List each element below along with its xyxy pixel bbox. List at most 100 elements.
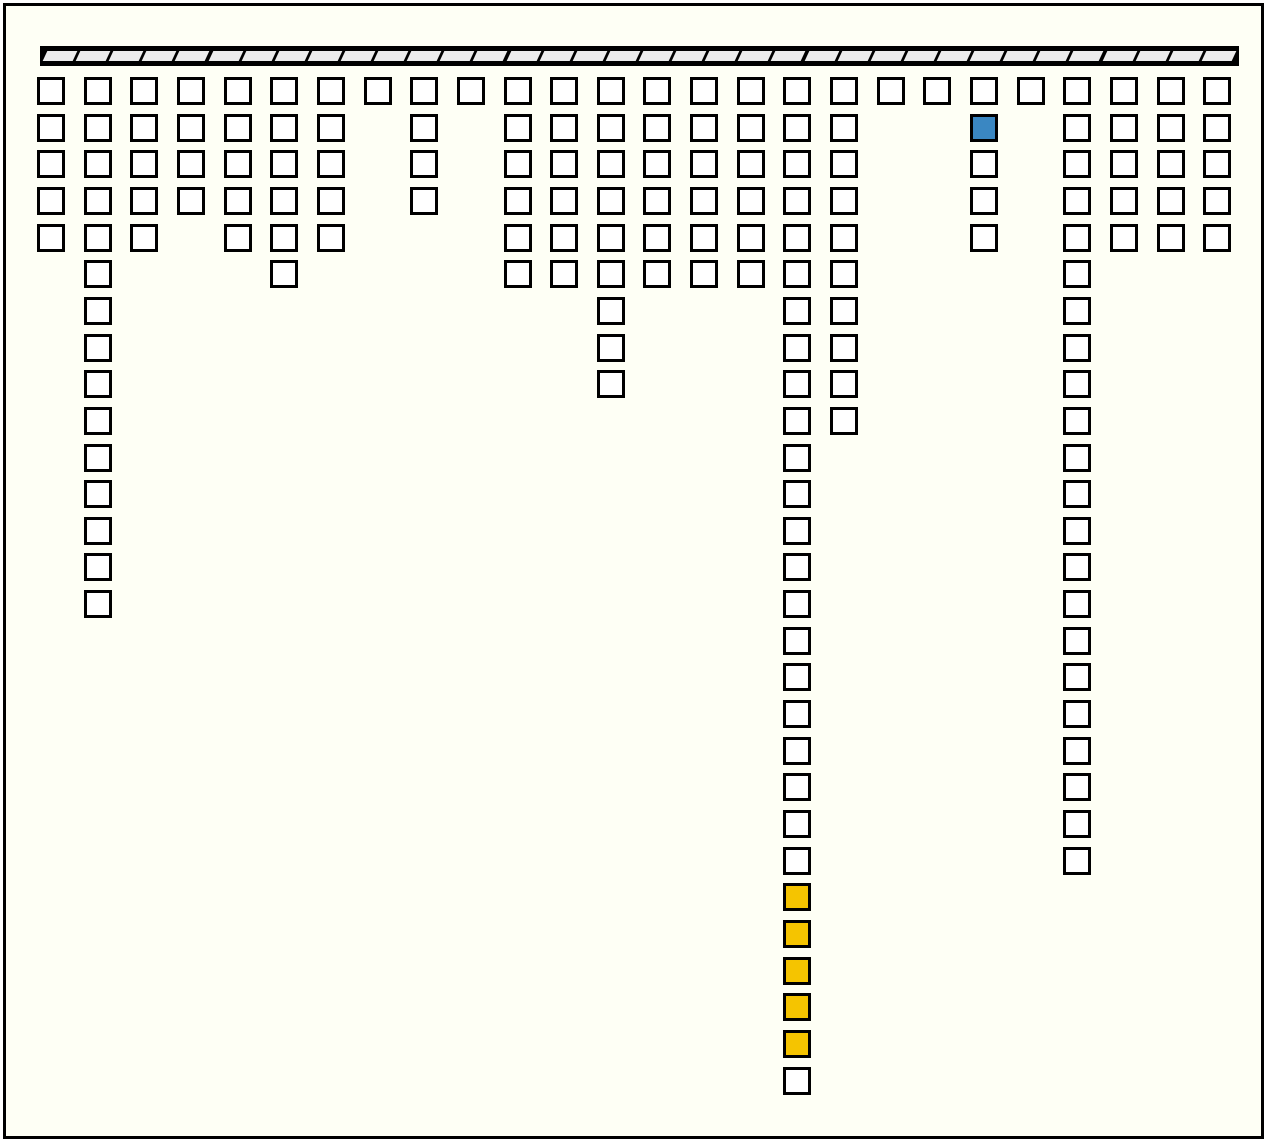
- cell[interactable]: [783, 773, 812, 802]
- cell[interactable]: [970, 150, 998, 179]
- cell[interactable]: [1063, 626, 1092, 655]
- cell[interactable]: [270, 113, 299, 142]
- cell[interactable]: [83, 150, 112, 179]
- cell[interactable]: [783, 846, 812, 875]
- cell[interactable]: [643, 223, 672, 252]
- cell[interactable]: [1063, 516, 1092, 545]
- cell[interactable]: [783, 260, 812, 289]
- cell[interactable]: [783, 1066, 812, 1095]
- cell[interactable]: [783, 113, 812, 142]
- cell[interactable]: [1109, 223, 1138, 252]
- cell-selected[interactable]: [970, 113, 998, 142]
- cell[interactable]: [690, 186, 719, 215]
- cell-marked[interactable]: [783, 919, 812, 948]
- cell[interactable]: [223, 186, 252, 215]
- cell[interactable]: [37, 77, 65, 105]
- cell[interactable]: [643, 77, 672, 105]
- cell[interactable]: [643, 186, 672, 215]
- cell[interactable]: [83, 333, 112, 362]
- cell[interactable]: [690, 260, 719, 289]
- cell[interactable]: [736, 223, 765, 252]
- cell[interactable]: [83, 296, 112, 325]
- cell[interactable]: [1203, 150, 1232, 179]
- cell[interactable]: [596, 223, 625, 252]
- cell[interactable]: [970, 186, 998, 215]
- cell[interactable]: [550, 260, 579, 289]
- cell[interactable]: [1109, 77, 1138, 105]
- cell[interactable]: [1156, 150, 1185, 179]
- cell[interactable]: [223, 150, 252, 179]
- cell[interactable]: [1063, 186, 1092, 215]
- cell[interactable]: [1156, 113, 1185, 142]
- cell[interactable]: [830, 113, 859, 142]
- cell[interactable]: [1063, 480, 1092, 509]
- cell[interactable]: [876, 77, 905, 105]
- cell[interactable]: [1109, 113, 1138, 142]
- cell[interactable]: [130, 113, 159, 142]
- cell[interactable]: [83, 406, 112, 435]
- cell[interactable]: [176, 113, 205, 142]
- cell[interactable]: [783, 406, 812, 435]
- cell[interactable]: [736, 260, 765, 289]
- cell[interactable]: [690, 77, 719, 105]
- cell[interactable]: [830, 406, 859, 435]
- cell[interactable]: [1063, 736, 1092, 765]
- cell[interactable]: [830, 77, 859, 105]
- cell[interactable]: [1203, 77, 1232, 105]
- cell[interactable]: [783, 370, 812, 399]
- cell[interactable]: [223, 223, 252, 252]
- cell[interactable]: [783, 736, 812, 765]
- cell[interactable]: [596, 260, 625, 289]
- cell-marked[interactable]: [783, 993, 812, 1022]
- cell[interactable]: [1063, 590, 1092, 619]
- cell[interactable]: [736, 113, 765, 142]
- cell[interactable]: [970, 77, 998, 105]
- cell-marked[interactable]: [783, 883, 812, 912]
- cell[interactable]: [830, 186, 859, 215]
- cell[interactable]: [1063, 150, 1092, 179]
- cell[interactable]: [83, 260, 112, 289]
- cell[interactable]: [830, 150, 859, 179]
- cell-marked[interactable]: [783, 956, 812, 985]
- cell[interactable]: [783, 700, 812, 729]
- cell[interactable]: [83, 186, 112, 215]
- cell[interactable]: [410, 113, 439, 142]
- cell[interactable]: [1156, 77, 1185, 105]
- cell[interactable]: [783, 590, 812, 619]
- cell[interactable]: [37, 113, 65, 142]
- cell[interactable]: [503, 186, 532, 215]
- cell[interactable]: [316, 150, 345, 179]
- cell[interactable]: [970, 223, 998, 252]
- cell[interactable]: [550, 77, 579, 105]
- cell[interactable]: [176, 77, 205, 105]
- cell[interactable]: [130, 186, 159, 215]
- cell[interactable]: [270, 77, 299, 105]
- cell[interactable]: [596, 186, 625, 215]
- cell[interactable]: [1063, 663, 1092, 692]
- cell[interactable]: [643, 113, 672, 142]
- cell[interactable]: [830, 260, 859, 289]
- cell[interactable]: [83, 516, 112, 545]
- cell[interactable]: [596, 150, 625, 179]
- cell[interactable]: [1063, 113, 1092, 142]
- cell[interactable]: [176, 150, 205, 179]
- cell[interactable]: [1063, 443, 1092, 472]
- cell[interactable]: [1203, 223, 1232, 252]
- cell[interactable]: [1063, 370, 1092, 399]
- cell[interactable]: [783, 626, 812, 655]
- cell[interactable]: [1063, 260, 1092, 289]
- cell[interactable]: [736, 186, 765, 215]
- cell[interactable]: [783, 516, 812, 545]
- cell[interactable]: [410, 186, 439, 215]
- cell[interactable]: [783, 333, 812, 362]
- cell[interactable]: [503, 150, 532, 179]
- cell[interactable]: [503, 113, 532, 142]
- cell[interactable]: [83, 480, 112, 509]
- cell[interactable]: [643, 260, 672, 289]
- cell[interactable]: [783, 77, 812, 105]
- cell[interactable]: [503, 77, 532, 105]
- cell[interactable]: [596, 113, 625, 142]
- cell[interactable]: [1063, 406, 1092, 435]
- cell-marked[interactable]: [783, 1029, 812, 1058]
- cell[interactable]: [83, 443, 112, 472]
